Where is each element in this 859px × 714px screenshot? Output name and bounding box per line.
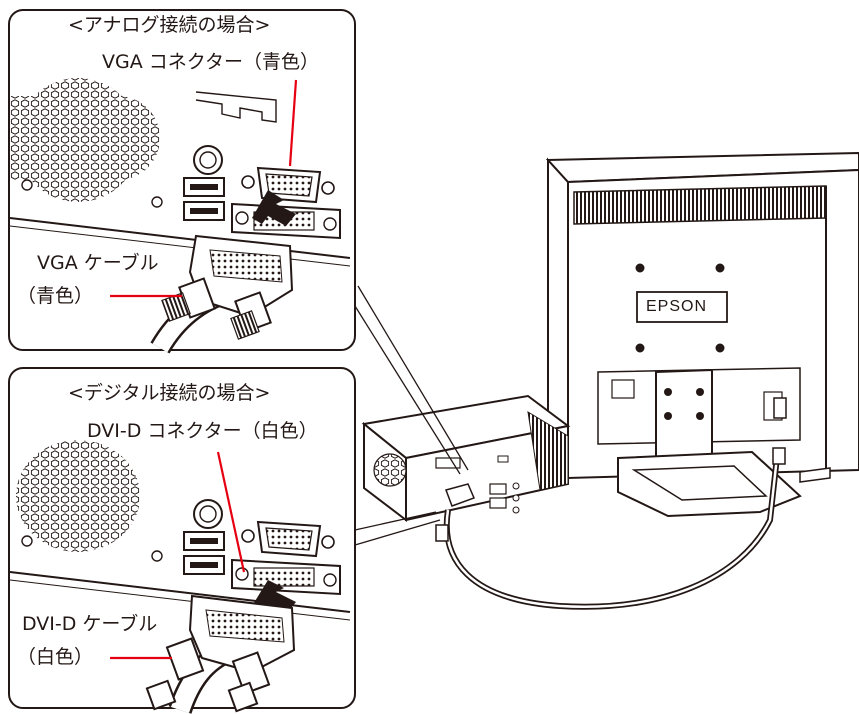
monitor-brand-label: EPSON [646, 298, 708, 315]
vga-cable-label-line2: （青色） [17, 285, 94, 307]
pc-unit [361, 394, 571, 523]
vga-connector-digital [241, 520, 335, 558]
monitor [545, 151, 859, 518]
vga-cable-label-line1: VGA ケーブル [37, 252, 159, 274]
dvi-connector-digital [231, 558, 341, 596]
brand-plate [636, 291, 728, 323]
vga-cable-drawing [150, 234, 294, 354]
digital-callout-panel [8, 367, 356, 714]
analog-callout-panel [8, 9, 356, 354]
vga-connector-label: VGA コネクター（青色） [102, 51, 319, 73]
analog-panel-title: <アナログ接続の場合> [68, 14, 271, 36]
dvi-cable-label-line2: （白色） [17, 646, 94, 668]
dvi-cable-drawing [145, 594, 296, 714]
digital-panel-title: <デジタル接続の場合> [68, 382, 271, 404]
dvi-cable-label-line1: DVI-D ケーブル [22, 613, 158, 635]
dvi-connector-label: DVI-D コネクター（白色） [87, 420, 318, 442]
